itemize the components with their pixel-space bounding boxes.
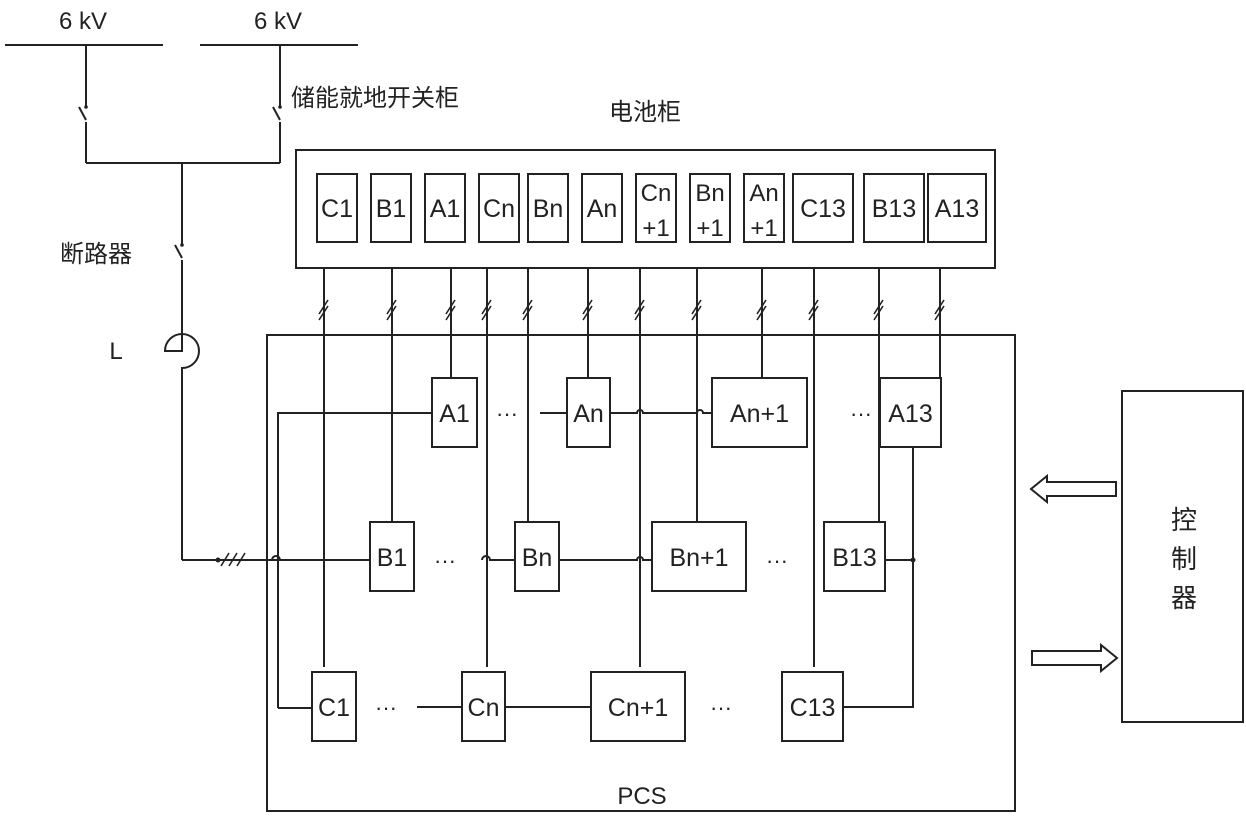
ellipsis: ···: [710, 695, 732, 720]
pcs-title: PCS: [617, 783, 666, 810]
battery-cell-label: Cn: [641, 180, 672, 207]
battery-cell: An: [581, 173, 623, 243]
pcs-module-c1: C1: [311, 671, 357, 742]
local-switchgear-label: 储能就地开关柜: [291, 84, 459, 112]
battery-cell: B1: [370, 173, 412, 243]
controller-label-3: 器: [1171, 584, 1197, 614]
pcs-module-label: A1: [439, 400, 470, 428]
arrow-pcs-to-controller-icon: [1031, 642, 1119, 674]
battery-cabinet-title: 电池柜: [609, 98, 681, 126]
pcs-internal-wiring: [271, 268, 941, 709]
ellipsis: ···: [434, 548, 456, 573]
pcs-module-b1: B1: [369, 521, 415, 592]
battery-cell: A1: [424, 173, 466, 243]
battery-cell: An +1: [743, 173, 785, 243]
three-phase-mark: [220, 552, 246, 567]
bus-left-label: 6 kV: [59, 8, 107, 35]
controller-label-1: 控: [1171, 506, 1197, 536]
pcs-module-label: Cn: [468, 694, 500, 722]
battery-cell: B13: [863, 173, 925, 243]
pcs-module-label: A13: [888, 400, 932, 428]
pcs-module-bnplus1: Bn+1: [651, 521, 747, 592]
pcs-module-label: Bn+1: [669, 544, 728, 572]
ellipsis: ···: [850, 401, 872, 426]
battery-cell-label: B1: [376, 195, 407, 223]
ellipsis: ···: [375, 695, 397, 720]
battery-cell: C1: [316, 173, 358, 243]
controller-box: [1121, 390, 1244, 723]
pcs-module-a13: A13: [879, 377, 942, 448]
battery-cell-label: An: [749, 180, 778, 207]
ellipsis: ···: [496, 401, 518, 426]
arrow-controller-to-pcs-icon: [1029, 473, 1117, 505]
switch-left: [78, 45, 88, 163]
battery-cell-label: C1: [321, 195, 353, 223]
pcs-module-an: An: [566, 377, 611, 448]
pcs-module-label: C13: [790, 694, 836, 722]
pcs-module-label: An: [573, 400, 604, 428]
battery-cell-label: Cn: [483, 195, 515, 223]
pcs-module-label: B13: [832, 544, 876, 572]
battery-cell-label: A1: [430, 195, 461, 223]
pcs-module-a1: A1: [431, 377, 478, 448]
pcs-module-cn: Cn: [461, 671, 506, 742]
battery-cell-label: B13: [872, 195, 916, 223]
battery-cell-label-suffix: +1: [696, 215, 723, 242]
battery-cell: Bn +1: [689, 173, 731, 243]
pcs-module-anplus1: An+1: [711, 377, 808, 448]
battery-cell-label: Bn: [533, 195, 564, 223]
battery-cell-label-suffix: +1: [642, 215, 669, 242]
breaker: [174, 163, 184, 337]
battery-cell-label: Bn: [695, 180, 724, 207]
inductor-label: L: [109, 338, 122, 365]
pcs-module-cnplus1: Cn+1: [590, 671, 686, 742]
pcs-module-c13: C13: [781, 671, 844, 742]
inductor-symbol: [163, 333, 200, 560]
pcs-module-label: C1: [318, 694, 350, 722]
battery-cell-label-suffix: +1: [750, 215, 777, 242]
battery-cell-label: An: [587, 195, 618, 223]
pcs-module-label: B1: [377, 544, 408, 572]
battery-cell: C13: [792, 173, 854, 243]
pcs-module-b13: B13: [823, 521, 886, 592]
battery-cell-label: C13: [800, 195, 846, 223]
battery-cell-label: A13: [935, 195, 979, 223]
battery-cell: Cn +1: [635, 173, 677, 243]
ellipsis: ···: [766, 548, 788, 573]
switch-right: [272, 45, 282, 163]
battery-cell: Bn: [527, 173, 569, 243]
controller-label-2: 制: [1171, 545, 1197, 575]
bus-right-label: 6 kV: [254, 8, 302, 35]
pcs-module-label: Cn+1: [608, 694, 668, 722]
battery-cell: Cn: [478, 173, 520, 243]
battery-cell: A13: [927, 173, 987, 243]
pcs-module-label: An+1: [730, 400, 789, 428]
breaker-label: 断路器: [60, 240, 132, 268]
pcs-module-label: Bn: [522, 544, 553, 572]
pcs-module-bn: Bn: [514, 521, 560, 592]
